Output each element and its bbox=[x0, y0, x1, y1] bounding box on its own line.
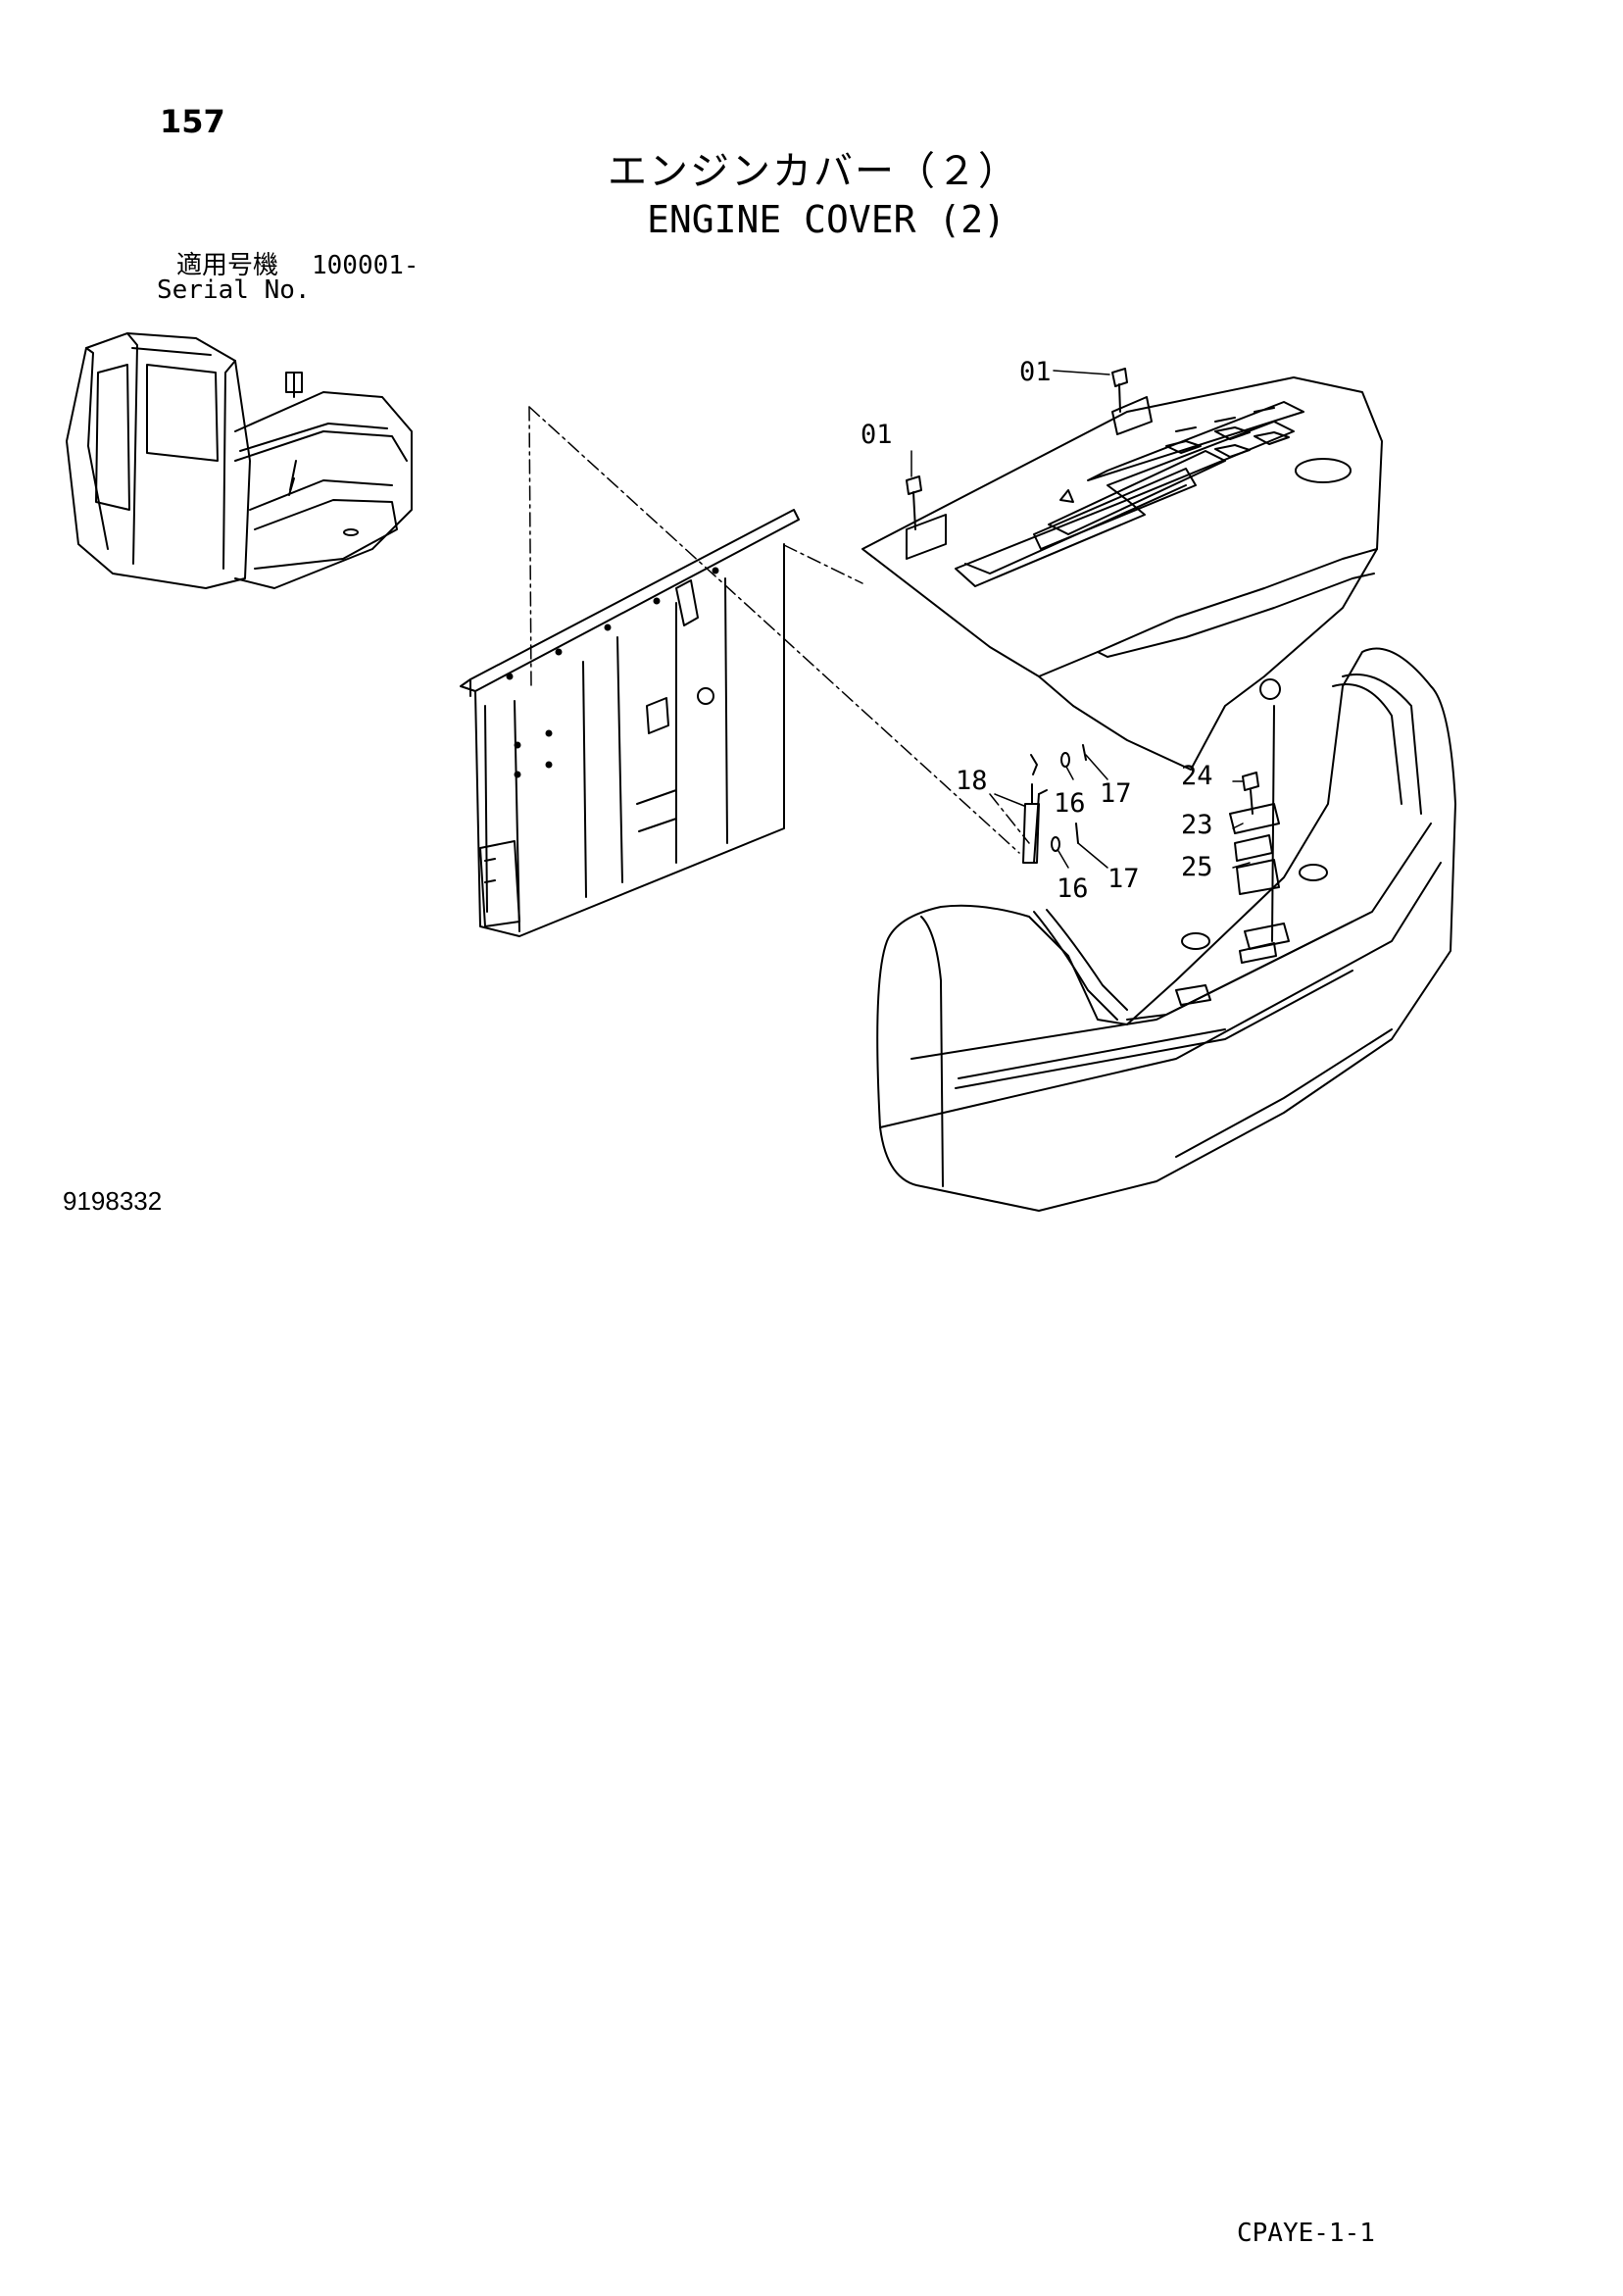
callout-24-bolt: 24 bbox=[1181, 761, 1213, 791]
excavator-overview-illustration bbox=[66, 332, 413, 589]
serial-label-english: Serial No. bbox=[157, 275, 311, 305]
serial-label-japanese: 適用号機 bbox=[176, 251, 279, 280]
callout-01-hinge-bolt-top: 01 bbox=[1019, 357, 1052, 387]
counterweight-cover bbox=[876, 647, 1456, 1212]
page-code: CPAYE-1-1 bbox=[1237, 2219, 1375, 2248]
page-number: 157 bbox=[160, 103, 225, 140]
callout-01-hinge-bolt-left: 01 bbox=[861, 420, 893, 450]
callout-17-lower: 17 bbox=[1107, 864, 1140, 894]
title-japanese: エンジンカバー（２） bbox=[608, 149, 1019, 194]
projection-lines bbox=[528, 406, 1030, 854]
exploded-parts-diagram: 01 01 18 16 17 16 17 24 23 25 bbox=[66, 332, 1456, 1212]
hardware-fasteners bbox=[906, 368, 1290, 950]
side-panel-assembly bbox=[460, 509, 800, 937]
callout-23-latch: 23 bbox=[1181, 810, 1213, 840]
title-english: ENGINE COVER (2) bbox=[647, 198, 1007, 241]
callout-16-upper: 16 bbox=[1054, 788, 1086, 819]
callout-25-plate: 25 bbox=[1181, 852, 1213, 882]
leader-lines bbox=[910, 370, 1251, 869]
serial-number: 100001- bbox=[312, 251, 419, 280]
callout-17-upper: 17 bbox=[1100, 778, 1132, 809]
gas-spring bbox=[1022, 783, 1040, 864]
callout-18-gas-spring: 18 bbox=[956, 766, 988, 796]
drawing-number: 9198332 bbox=[63, 1186, 163, 1216]
engine-cover-lid bbox=[861, 376, 1383, 771]
callout-16-lower: 16 bbox=[1057, 873, 1089, 904]
